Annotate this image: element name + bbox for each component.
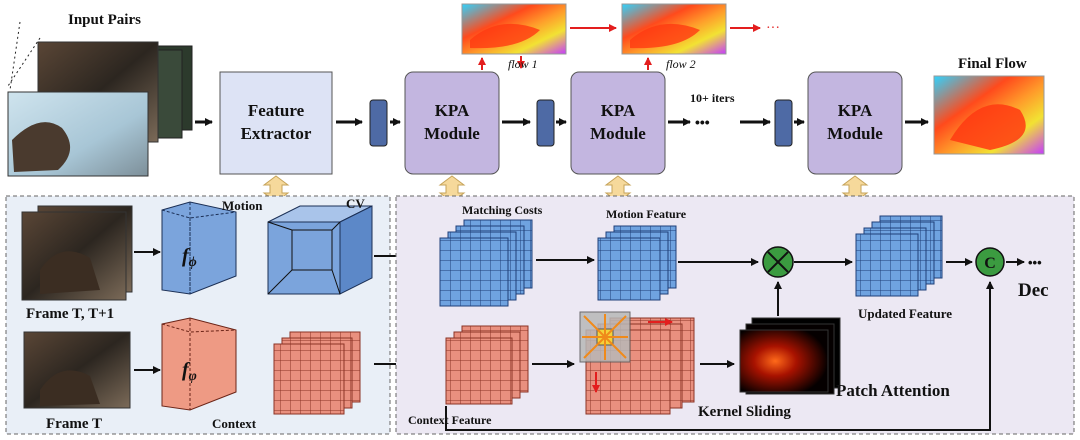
frame-pair-image — [21, 205, 133, 301]
input-frames-stack — [7, 21, 193, 177]
matching-costs-label: Matching Costs — [462, 203, 543, 217]
cost-volume-cube — [267, 205, 373, 295]
feature-extractor-box: Feature Extractor — [219, 71, 333, 175]
motion-label: Motion — [222, 198, 263, 213]
svg-text:Module: Module — [827, 124, 883, 143]
kpa-module-1: KPA Module — [404, 71, 500, 175]
motion-encoder: fϕ — [161, 201, 237, 295]
multiply-node — [762, 246, 794, 278]
flow-1-image — [461, 3, 567, 55]
decoder-dots: ••• — [1028, 255, 1042, 270]
svg-text:KPA: KPA — [838, 101, 873, 120]
frame-pair-label: Frame T, T+1 — [26, 306, 114, 322]
svg-text:fϕ: fϕ — [182, 245, 197, 270]
svg-text:KPA: KPA — [601, 101, 636, 120]
flow-2-image — [621, 3, 727, 55]
final-flow-image — [933, 75, 1045, 155]
concat-node: C — [975, 247, 1005, 277]
svg-text:Module: Module — [590, 124, 646, 143]
flow-1-label: flow 1 — [508, 57, 538, 71]
context-feature-label: Context Feature — [408, 413, 492, 427]
context-encoder: fφ — [161, 317, 237, 411]
final-flow-label: Final Flow — [958, 56, 1027, 72]
input-pairs-label: Input Pairs — [68, 12, 141, 28]
svg-text:Feature: Feature — [248, 101, 305, 120]
svg-text:fφ: fφ — [182, 359, 197, 384]
svg-text:Extractor: Extractor — [241, 124, 312, 143]
patch-attention-label: Patch Attention — [836, 381, 950, 400]
patch-attention-image — [739, 317, 841, 395]
context-feature-stack — [445, 325, 529, 405]
svg-text:KPA: KPA — [435, 101, 470, 120]
decoder-label: Dec — [1018, 280, 1049, 301]
matching-costs-stack — [439, 219, 533, 307]
motion-feature-label: Motion Feature — [606, 207, 687, 221]
hidden-state-block-1 — [369, 99, 388, 147]
kpa-module-3: KPA Module — [807, 71, 903, 175]
motion-feature-stack — [597, 225, 677, 301]
iterations-label: 10+ iters — [690, 91, 735, 105]
flow-ellipsis: ··· — [766, 21, 780, 36]
svg-text:Module: Module — [424, 124, 480, 143]
hidden-state-block-2 — [536, 99, 555, 147]
hidden-state-block-3 — [774, 99, 793, 147]
cv-label: CV — [346, 196, 365, 211]
context-grid-left — [273, 331, 361, 415]
kpa-module-2: KPA Module — [570, 71, 666, 175]
updated-feature-label: Updated Feature — [858, 306, 952, 321]
flow-2-label: flow 2 — [666, 57, 696, 71]
kernel-sliding-label: Kernel Sliding — [698, 404, 791, 420]
frame-single-image — [23, 331, 131, 409]
context-label: Context — [212, 416, 257, 431]
svg-text:C: C — [984, 255, 996, 272]
kernel-sliding-stack — [579, 311, 695, 415]
iteration-dots: ••• — [695, 114, 710, 130]
updated-feature-stack — [855, 215, 943, 297]
frame-single-label: Frame T — [46, 416, 102, 432]
